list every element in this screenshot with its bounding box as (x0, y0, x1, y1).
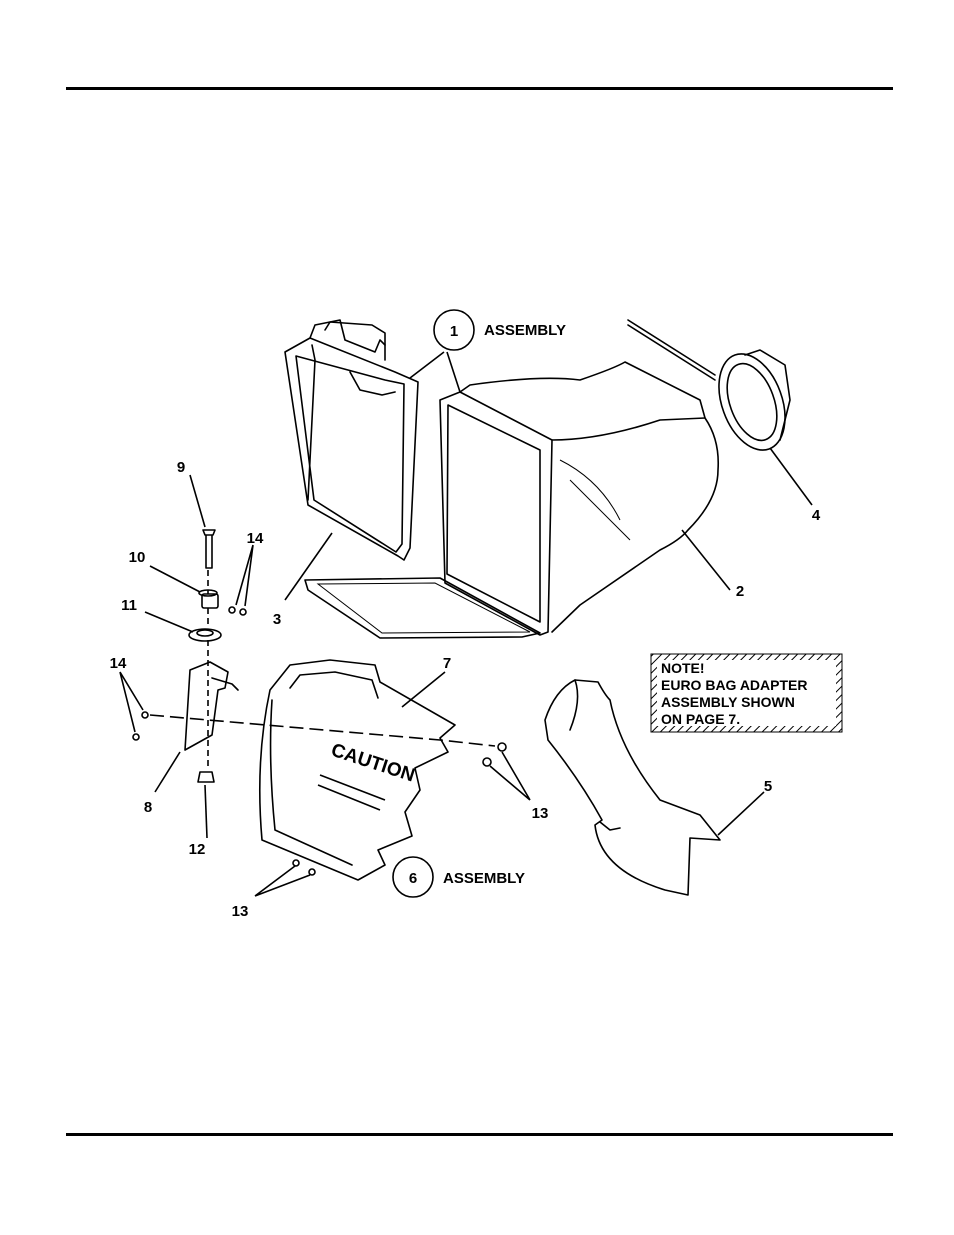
callout-10: 10 (129, 549, 146, 566)
note-line-2: EURO BAG ADAPTER (661, 677, 808, 693)
bag-body-part-2 (305, 362, 718, 638)
hardware (133, 530, 506, 875)
callout-1: 1 (450, 323, 458, 340)
callout-7: 7 (443, 655, 451, 672)
callout-11: 11 (121, 597, 137, 614)
note-line-1: NOTE! (661, 660, 705, 676)
callout-3: 3 (273, 611, 281, 628)
bag-frame-part-3 (285, 320, 418, 560)
adapter-ring-part-4 (628, 320, 797, 459)
caution-decal: CAUTION (318, 740, 417, 810)
callout-2: 2 (736, 583, 744, 600)
callout-14-top: 14 (247, 530, 264, 547)
callout-9: 9 (177, 459, 185, 476)
callout-6: 6 (409, 870, 417, 887)
assembly-6-label: ASSEMBLY (443, 870, 525, 887)
callout-13-right: 13 (532, 805, 549, 822)
callout-13-bottom: 13 (232, 903, 249, 920)
callout-14-left: 14 (110, 655, 127, 672)
callout-5: 5 (764, 778, 772, 795)
leader-lines (120, 352, 812, 896)
assembly-1-label: ASSEMBLY (484, 322, 566, 339)
callout-8: 8 (144, 799, 152, 816)
svg-text:CAUTION: CAUTION (328, 740, 417, 787)
callout-12: 12 (189, 841, 206, 858)
bracket-part-8 (185, 662, 238, 750)
callout-4: 4 (812, 507, 821, 524)
deflector-part-6: CAUTION (260, 660, 455, 880)
note-box: NOTE! EURO BAG ADAPTER ASSEMBLY SHOWN ON… (651, 654, 842, 732)
note-line-3: ASSEMBLY SHOWN (661, 694, 795, 710)
note-line-4: ON PAGE 7. (661, 711, 740, 727)
